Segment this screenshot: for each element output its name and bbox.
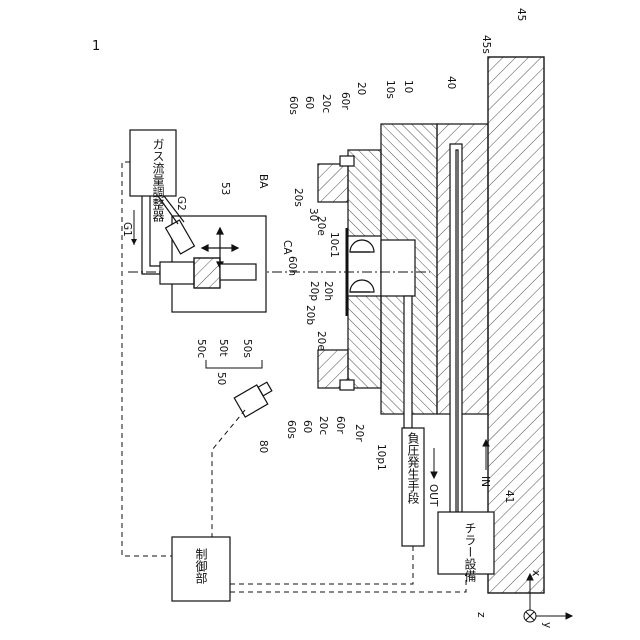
gas-flow-regulator-text: ガス流量調整器 (151, 138, 165, 223)
dome-top (350, 240, 374, 252)
axis-y-label: y (541, 622, 553, 628)
ref-20e-bottom-label: 20e (315, 331, 327, 351)
ref-20c-bottom-label: 20c (317, 416, 329, 435)
in-label: IN (479, 476, 491, 487)
ref-60r-bottom-label: 60r (334, 416, 346, 434)
chiller-text: チラー設備 (463, 522, 477, 583)
stage-structure (318, 57, 544, 593)
ring-60r-bottom (340, 380, 354, 390)
ref-60s-bottom-label: 60s (285, 420, 297, 439)
ref-10s-label: 10s (384, 80, 396, 99)
ref-ca-label: CA (281, 240, 293, 255)
ref-10-label: 10 (402, 80, 414, 93)
ref-60h-label: 60h (286, 256, 298, 276)
ref-50-label: 50 (215, 372, 227, 385)
ring-60r-top (340, 156, 354, 166)
axis-x-label: x (530, 570, 542, 576)
ref-60r-top-label: 60r (339, 92, 351, 110)
vacuum-pipe (404, 296, 412, 428)
ref-50c-label: 50c (195, 339, 207, 358)
ref-60-top-label: 60 (303, 96, 315, 109)
ref-g1-label: G1 (121, 222, 133, 237)
ref-20c-top-label: 20c (320, 94, 332, 113)
ref-20s-label: 20s (292, 188, 304, 207)
axis-z-label: z (475, 612, 487, 618)
base-45 (488, 57, 544, 593)
central-chamber (381, 240, 415, 296)
ref-10c1-label: 10c1 (328, 232, 340, 258)
ref-53-label: 53 (219, 182, 231, 195)
controller-text: 制御部 (194, 548, 208, 584)
ref-g2-label: G2 (175, 196, 187, 211)
ref-20-label: 20 (355, 82, 367, 95)
nozzle-body-50c (160, 262, 194, 284)
ref-45s-label: 45s (480, 35, 492, 54)
out-label: OUT (427, 484, 439, 507)
holder-60-top (318, 164, 348, 202)
negative-pressure-text: 負圧発生手段 (406, 432, 420, 505)
ref-20e-top-label: 20e (315, 216, 327, 236)
nozzle-tip-50t (194, 258, 220, 288)
bracket-50 (206, 360, 262, 368)
ref-60-bottom-label: 60 (301, 420, 313, 433)
dome-bottom (350, 280, 374, 292)
ref-ba-label: BA (257, 174, 269, 189)
ref-40-label: 40 (445, 76, 457, 89)
ref-10p1-label: 10p1 (375, 444, 387, 471)
ref-20r-label: 20r (353, 424, 365, 442)
ref-20p-label: 20p (308, 281, 320, 301)
ref-45-label: 45 (515, 8, 527, 21)
ref-60s-top-label: 60s (287, 96, 299, 115)
figure-number: 1 (92, 39, 100, 54)
ref-20h-label: 20h (322, 281, 334, 301)
ref-50s-label: 50s (241, 339, 253, 358)
ref-50t-label: 50t (217, 339, 229, 356)
ref-20b-label: 20b (304, 305, 316, 325)
ref-80-label: 80 (257, 440, 269, 453)
plate-20-lower (348, 296, 381, 388)
nozzle-sleeve-50s (220, 264, 256, 280)
ref-41-label: 41 (503, 490, 515, 503)
nozzle-assembly (142, 196, 272, 417)
